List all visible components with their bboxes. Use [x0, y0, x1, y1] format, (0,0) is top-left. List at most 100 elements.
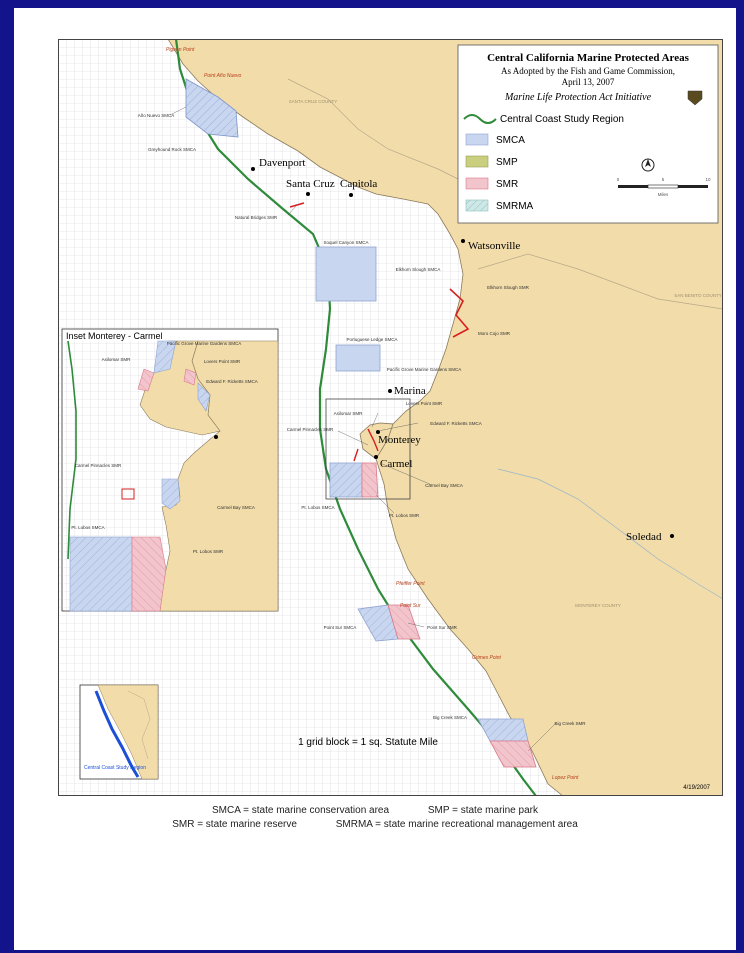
mpa-ano-nuevo-smca — [185, 78, 239, 138]
inset-study-boundary — [67, 340, 77, 560]
mpa-natural-bridges-coast — [289, 202, 305, 208]
legend-swatch-smrma — [465, 199, 489, 212]
point-pigeon: Pigeon Point — [166, 47, 195, 53]
scale-unit: Miles — [658, 192, 669, 197]
scale-tick-5: 5 — [662, 177, 665, 182]
region-santa-cruz: SANTA CRUZ COUNTY — [289, 99, 337, 104]
inset-label-asilomar: Asilomar SMR — [102, 357, 132, 362]
inset-label-carmel-bay: Carmel Bay SMCA — [217, 505, 255, 510]
city-watsonville: Watsonville — [468, 240, 520, 252]
mpa-pt-lobos-smr — [361, 462, 379, 498]
legend-swatch-smp — [465, 155, 489, 168]
city-davenport: Davenport — [259, 157, 305, 169]
scale-bar — [618, 184, 708, 189]
grid-note: 1 grid block = 1 sq. Statute Mile — [298, 737, 438, 748]
city-capitola: Capitola — [340, 178, 377, 190]
city-soledad: Soledad — [626, 531, 662, 543]
city-marina: Marina — [394, 385, 426, 397]
inset-mpa-lovers-point — [183, 368, 197, 386]
inset-map: Inset Monterey - Carmel Pacific Grove Ma… — [61, 328, 279, 612]
scale-tick-10: 10 — [705, 177, 711, 182]
coastline-land — [167, 39, 723, 796]
inset-mpa-asilomar — [137, 368, 155, 392]
inset-mpa-pt-lobos-smr — [131, 536, 167, 612]
label-asilomar: Asilomar SMR — [334, 411, 364, 416]
inset-extent-box — [325, 398, 411, 500]
locator-map: Central Coast Study Region — [79, 684, 159, 780]
footer-definitions: SMCA = state marine conservation area SM… — [14, 804, 736, 832]
inset-label-pt-lobos-smr: Pt. Lobos SMR — [193, 549, 224, 554]
mpa-big-creek-smr — [489, 740, 537, 768]
legend-label-smp: SMP — [496, 157, 518, 168]
legend-subtitle: As Adopted by the Fish and Game Commissi… — [501, 66, 675, 76]
mpa-elkhorn-slough — [449, 288, 470, 338]
label-carmel-bay: Carmel Bay SMCA — [425, 483, 463, 488]
label-ricketts: Edward F. Ricketts SMCA — [430, 421, 482, 426]
mpa-pt-lobos-smca — [329, 462, 363, 498]
inset-mpa-carmel-bay — [161, 478, 181, 510]
label-pg-marine-gardens: Pacific Grove Marine Gardens SMCA — [387, 367, 462, 372]
label-big-creek-smr: Big Creek SMR — [554, 721, 586, 726]
label-ano-nuevo-smca: Año Nuevo SMCA — [138, 113, 175, 118]
label-carmel-pinnacles: Carmel Pinnacles SMR — [287, 427, 334, 432]
scale-tick-0: 0 — [617, 177, 620, 182]
leader-lines — [169, 106, 557, 752]
study-region-boundary — [174, 39, 537, 796]
legend-label-smr: SMR — [496, 179, 518, 190]
legend-swatch-smr — [465, 177, 489, 190]
footer-smca-definition: SMCA = state marine conservation area — [212, 805, 390, 816]
label-moro-cojo: Moro Cojo SMR — [478, 331, 511, 336]
footer-smr-definition: SMR = state marine reserve — [172, 819, 297, 830]
label-pt-lobos-smca: Pt. Lobos SMCA — [301, 505, 334, 510]
label-point-sur-smr: Point Sur SMR — [427, 625, 458, 630]
inset-label-lovers-point: Lovers Point SMR — [204, 359, 241, 364]
point-sur: Point Sur — [400, 603, 421, 609]
legend-initiative: Marine Life Protection Act Initiative — [504, 92, 652, 103]
ca-seal-icon — [687, 90, 703, 106]
region-san-benito: SAN BENITO COUNTY — [674, 293, 721, 298]
river — [497, 468, 723, 600]
north-arrow-icon — [641, 158, 655, 172]
legend-label-study-region: Central Coast Study Region — [500, 114, 624, 125]
inset-label-carmel-pinnacles: Carmel Pinnacles SMR — [75, 463, 122, 468]
footer-smp-definition: SMP = state marine park — [427, 805, 538, 816]
legend: Central California Marine Protected Area… — [457, 44, 719, 224]
slide: Davenport Santa Cruz Capitola Watsonvill… — [14, 8, 736, 950]
mpa-monterey-coast — [353, 428, 379, 462]
inset-city-dot — [214, 435, 218, 439]
label-point-sur-smca: Point Sur SMCA — [324, 625, 357, 630]
county-line — [477, 253, 723, 310]
city-carmel: Carmel — [380, 458, 412, 470]
footer-smrma-definition: SMRMA = state marine recreational manage… — [335, 819, 578, 830]
map-date: 4/19/2007 — [683, 785, 710, 791]
city-monterey: Monterey — [378, 434, 421, 446]
inset-mpa-ricketts — [197, 382, 211, 412]
legend-label-smca: SMCA — [496, 135, 525, 146]
legend-title: Central California Marine Protected Area… — [487, 52, 690, 64]
mpa-map: Davenport Santa Cruz Capitola Watsonvill… — [58, 39, 723, 796]
inset-label-ricketts: Edward F. Ricketts SMCA — [206, 379, 258, 384]
label-elkhorn-smr: Elkhorn Slough SMR — [487, 285, 530, 290]
point-lopez: Lopez Point — [552, 775, 579, 781]
label-greyhound-rock: Greyhound Rock SMCA — [148, 147, 196, 152]
legend-label-smrma: SMRMA — [496, 201, 534, 212]
point-ano-nuevo: Point Año Nuevo — [204, 73, 242, 79]
point-grimes: Grimes Point — [472, 655, 502, 661]
label-soquel-canyon: Soquel Canyon SMCA — [323, 240, 368, 245]
label-natural-bridges: Natural Bridges SMR — [235, 215, 278, 220]
point-pfeiffer: Pfeiffer Point — [396, 581, 425, 587]
legend-swatch-smca — [465, 133, 489, 146]
inset-mpa-pt-lobos-smca — [69, 536, 133, 612]
county-line — [287, 78, 479, 190]
inset-mpa-pg-marine-gardens — [153, 340, 177, 374]
mpa-soquel-canyon-smca — [315, 246, 377, 302]
inset-title: Inset Monterey - Carmel — [66, 331, 163, 341]
city-santa-cruz: Santa Cruz — [286, 178, 335, 190]
label-pt-lobos-smr: Pt. Lobos SMR — [389, 513, 420, 518]
inset-label-pg-marine-gardens: Pacific Grove Marine Gardens SMCA — [167, 341, 242, 346]
legend-swatch-study-region — [463, 114, 497, 124]
mpa-point-sur-smr — [387, 604, 421, 640]
mpa-portuguese-ledge-smca — [335, 344, 381, 372]
monterey-peninsula — [359, 422, 394, 460]
label-lovers-point: Lovers Point SMR — [406, 401, 443, 406]
